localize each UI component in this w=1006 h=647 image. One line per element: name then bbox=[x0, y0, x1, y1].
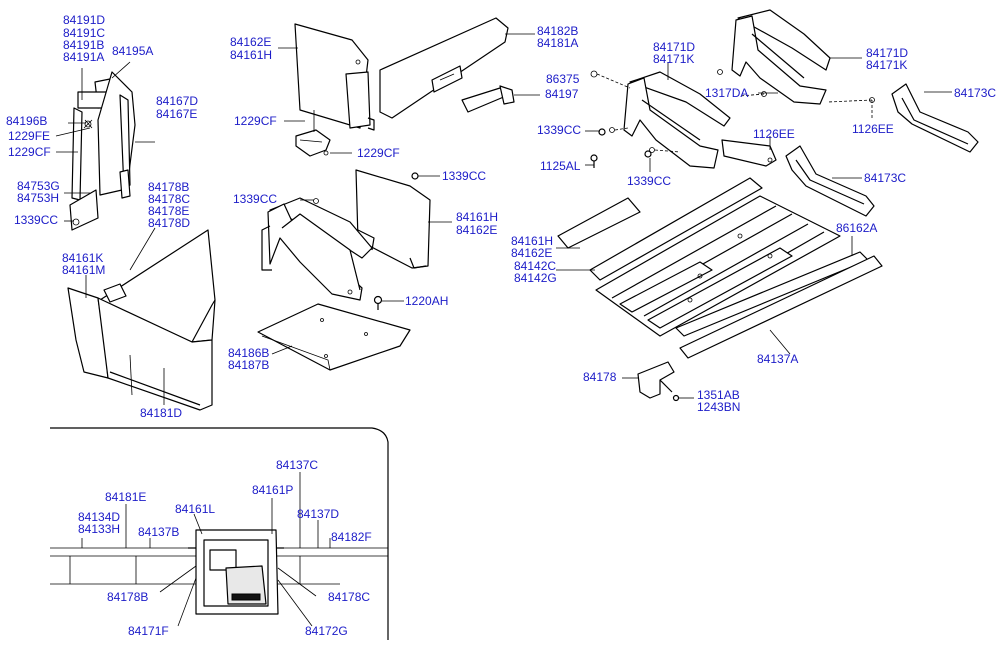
rail-84137a bbox=[679, 255, 883, 359]
bracket-1229cf bbox=[284, 110, 352, 157]
label-1339cc-bottom[interactable]: 1339CC bbox=[627, 174, 672, 188]
bolt-1220ah bbox=[373, 295, 404, 310]
label-84181d[interactable]: 84181D bbox=[140, 406, 183, 420]
label-84161k[interactable]: 84161K bbox=[62, 251, 104, 265]
label-1126ee-right[interactable]: 1126EE bbox=[852, 122, 894, 136]
panel-84161k bbox=[67, 227, 216, 411]
label-84133h[interactable]: 84133H bbox=[78, 522, 121, 536]
label-84161h-top[interactable]: 84161H bbox=[230, 48, 273, 62]
label-1220ah[interactable]: 1220AH bbox=[405, 294, 449, 308]
label-84162e-right[interactable]: 84162E bbox=[511, 246, 553, 260]
label-84161l[interactable]: 84161L bbox=[175, 502, 216, 516]
label-84171k-center[interactable]: 84171K bbox=[653, 52, 695, 66]
label-1339cc-center[interactable]: 1339CC bbox=[233, 192, 278, 206]
label-84161p[interactable]: 84161P bbox=[252, 483, 294, 497]
label-84172g[interactable]: 84172G bbox=[305, 624, 348, 638]
label-84173c-mid[interactable]: 84173C bbox=[864, 171, 907, 185]
label-84178d[interactable]: 84178D bbox=[148, 216, 191, 230]
label-84137d[interactable]: 84137D bbox=[297, 507, 340, 521]
label-84186b[interactable]: 84186B bbox=[228, 346, 270, 360]
label-86375[interactable]: 86375 bbox=[546, 72, 580, 86]
seat-support-right bbox=[590, 62, 731, 169]
label-84197[interactable]: 84197 bbox=[545, 87, 579, 101]
label-84191d[interactable]: 84191D bbox=[63, 13, 106, 27]
cover-84162e bbox=[278, 23, 375, 131]
label-1351ab[interactable]: 1351AB bbox=[697, 388, 740, 402]
label-84178b-top[interactable]: 84178B bbox=[148, 180, 190, 194]
seat-support-center bbox=[261, 197, 373, 301]
bracket-1126ee bbox=[721, 136, 777, 167]
fasteners-right bbox=[585, 128, 652, 172]
section-view bbox=[50, 427, 389, 640]
label-84137c[interactable]: 84137C bbox=[276, 458, 319, 472]
label-1339cc-panel[interactable]: 1339CC bbox=[442, 169, 487, 183]
trim-84173c-top bbox=[891, 83, 979, 153]
label-84753g[interactable]: 84753G bbox=[17, 179, 60, 193]
label-84167e[interactable]: 84167E bbox=[156, 107, 198, 121]
floor-84142c bbox=[556, 177, 841, 337]
label-1125al[interactable]: 1125AL bbox=[540, 159, 581, 173]
label-84137a[interactable]: 84137A bbox=[757, 352, 799, 366]
label-84182f[interactable]: 84182F bbox=[331, 530, 372, 544]
label-84187b[interactable]: 84187B bbox=[228, 358, 270, 372]
label-84178[interactable]: 84178 bbox=[583, 370, 617, 384]
label-1229cf-center[interactable]: 1229CF bbox=[234, 114, 277, 128]
label-84142c[interactable]: 84142C bbox=[514, 259, 557, 273]
label-1317da[interactable]: 1317DA bbox=[705, 86, 749, 100]
label-1339cc-left[interactable]: 1339CC bbox=[14, 213, 59, 227]
label-1339cc-right[interactable]: 1339CC bbox=[537, 123, 582, 137]
label-84196b[interactable]: 84196B bbox=[6, 114, 48, 128]
label-84753h[interactable]: 84753H bbox=[17, 191, 60, 205]
label-84167d[interactable]: 84167D bbox=[156, 94, 199, 108]
label-84178b-bottom[interactable]: 84178B bbox=[107, 590, 149, 604]
label-84162e-middle[interactable]: 84162E bbox=[456, 223, 498, 237]
label-84178e[interactable]: 84178E bbox=[148, 204, 190, 218]
label-1243bn[interactable]: 1243BN bbox=[697, 400, 741, 414]
label-84137b[interactable]: 84137B bbox=[138, 525, 180, 539]
label-84181a[interactable]: 84181A bbox=[537, 36, 579, 50]
label-84191a[interactable]: 84191A bbox=[63, 50, 105, 64]
label-1229fe[interactable]: 1229FE bbox=[8, 129, 51, 143]
label-1229cf-lower[interactable]: 1229CF bbox=[357, 146, 400, 160]
label-84161m[interactable]: 84161M bbox=[62, 263, 106, 277]
label-84161h-middle[interactable]: 84161H bbox=[456, 210, 499, 224]
label-86162a[interactable]: 86162A bbox=[836, 221, 878, 235]
cover-84182b bbox=[379, 17, 535, 119]
plate-84186b bbox=[257, 303, 411, 371]
label-84171d-right[interactable]: 84171D bbox=[866, 46, 909, 60]
label-84171k-right[interactable]: 84171K bbox=[866, 58, 908, 72]
seat-support-far-right bbox=[717, 9, 875, 120]
label-1126ee-center[interactable]: 1126EE bbox=[753, 127, 795, 141]
label-84178c-top[interactable]: 84178C bbox=[148, 192, 191, 206]
label-84171d-center[interactable]: 84171D bbox=[653, 40, 696, 54]
trim-84173c-mid bbox=[785, 145, 875, 217]
label-84181e[interactable]: 84181E bbox=[105, 490, 147, 504]
bracket-84178 bbox=[622, 361, 694, 402]
label-1229cf-left[interactable]: 1229CF bbox=[8, 145, 51, 159]
clip-84197 bbox=[461, 85, 540, 113]
label-84134d[interactable]: 84134D bbox=[78, 510, 121, 524]
label-84191c[interactable]: 84191C bbox=[63, 26, 106, 40]
bracket-assembly-84191 bbox=[55, 61, 155, 231]
label-84173c-top[interactable]: 84173C bbox=[954, 86, 997, 100]
label-84182b[interactable]: 84182B bbox=[537, 24, 579, 38]
panel-84161h-middle bbox=[355, 169, 452, 269]
label-84178c-bottom[interactable]: 84178C bbox=[328, 590, 371, 604]
label-84191b[interactable]: 84191B bbox=[63, 38, 105, 52]
label-84195a[interactable]: 84195A bbox=[112, 44, 154, 58]
label-84162e-top[interactable]: 84162E bbox=[230, 35, 272, 49]
label-84142g[interactable]: 84142G bbox=[514, 271, 557, 285]
label-84171f[interactable]: 84171F bbox=[128, 624, 169, 638]
label-84161h-right[interactable]: 84161H bbox=[511, 234, 554, 248]
